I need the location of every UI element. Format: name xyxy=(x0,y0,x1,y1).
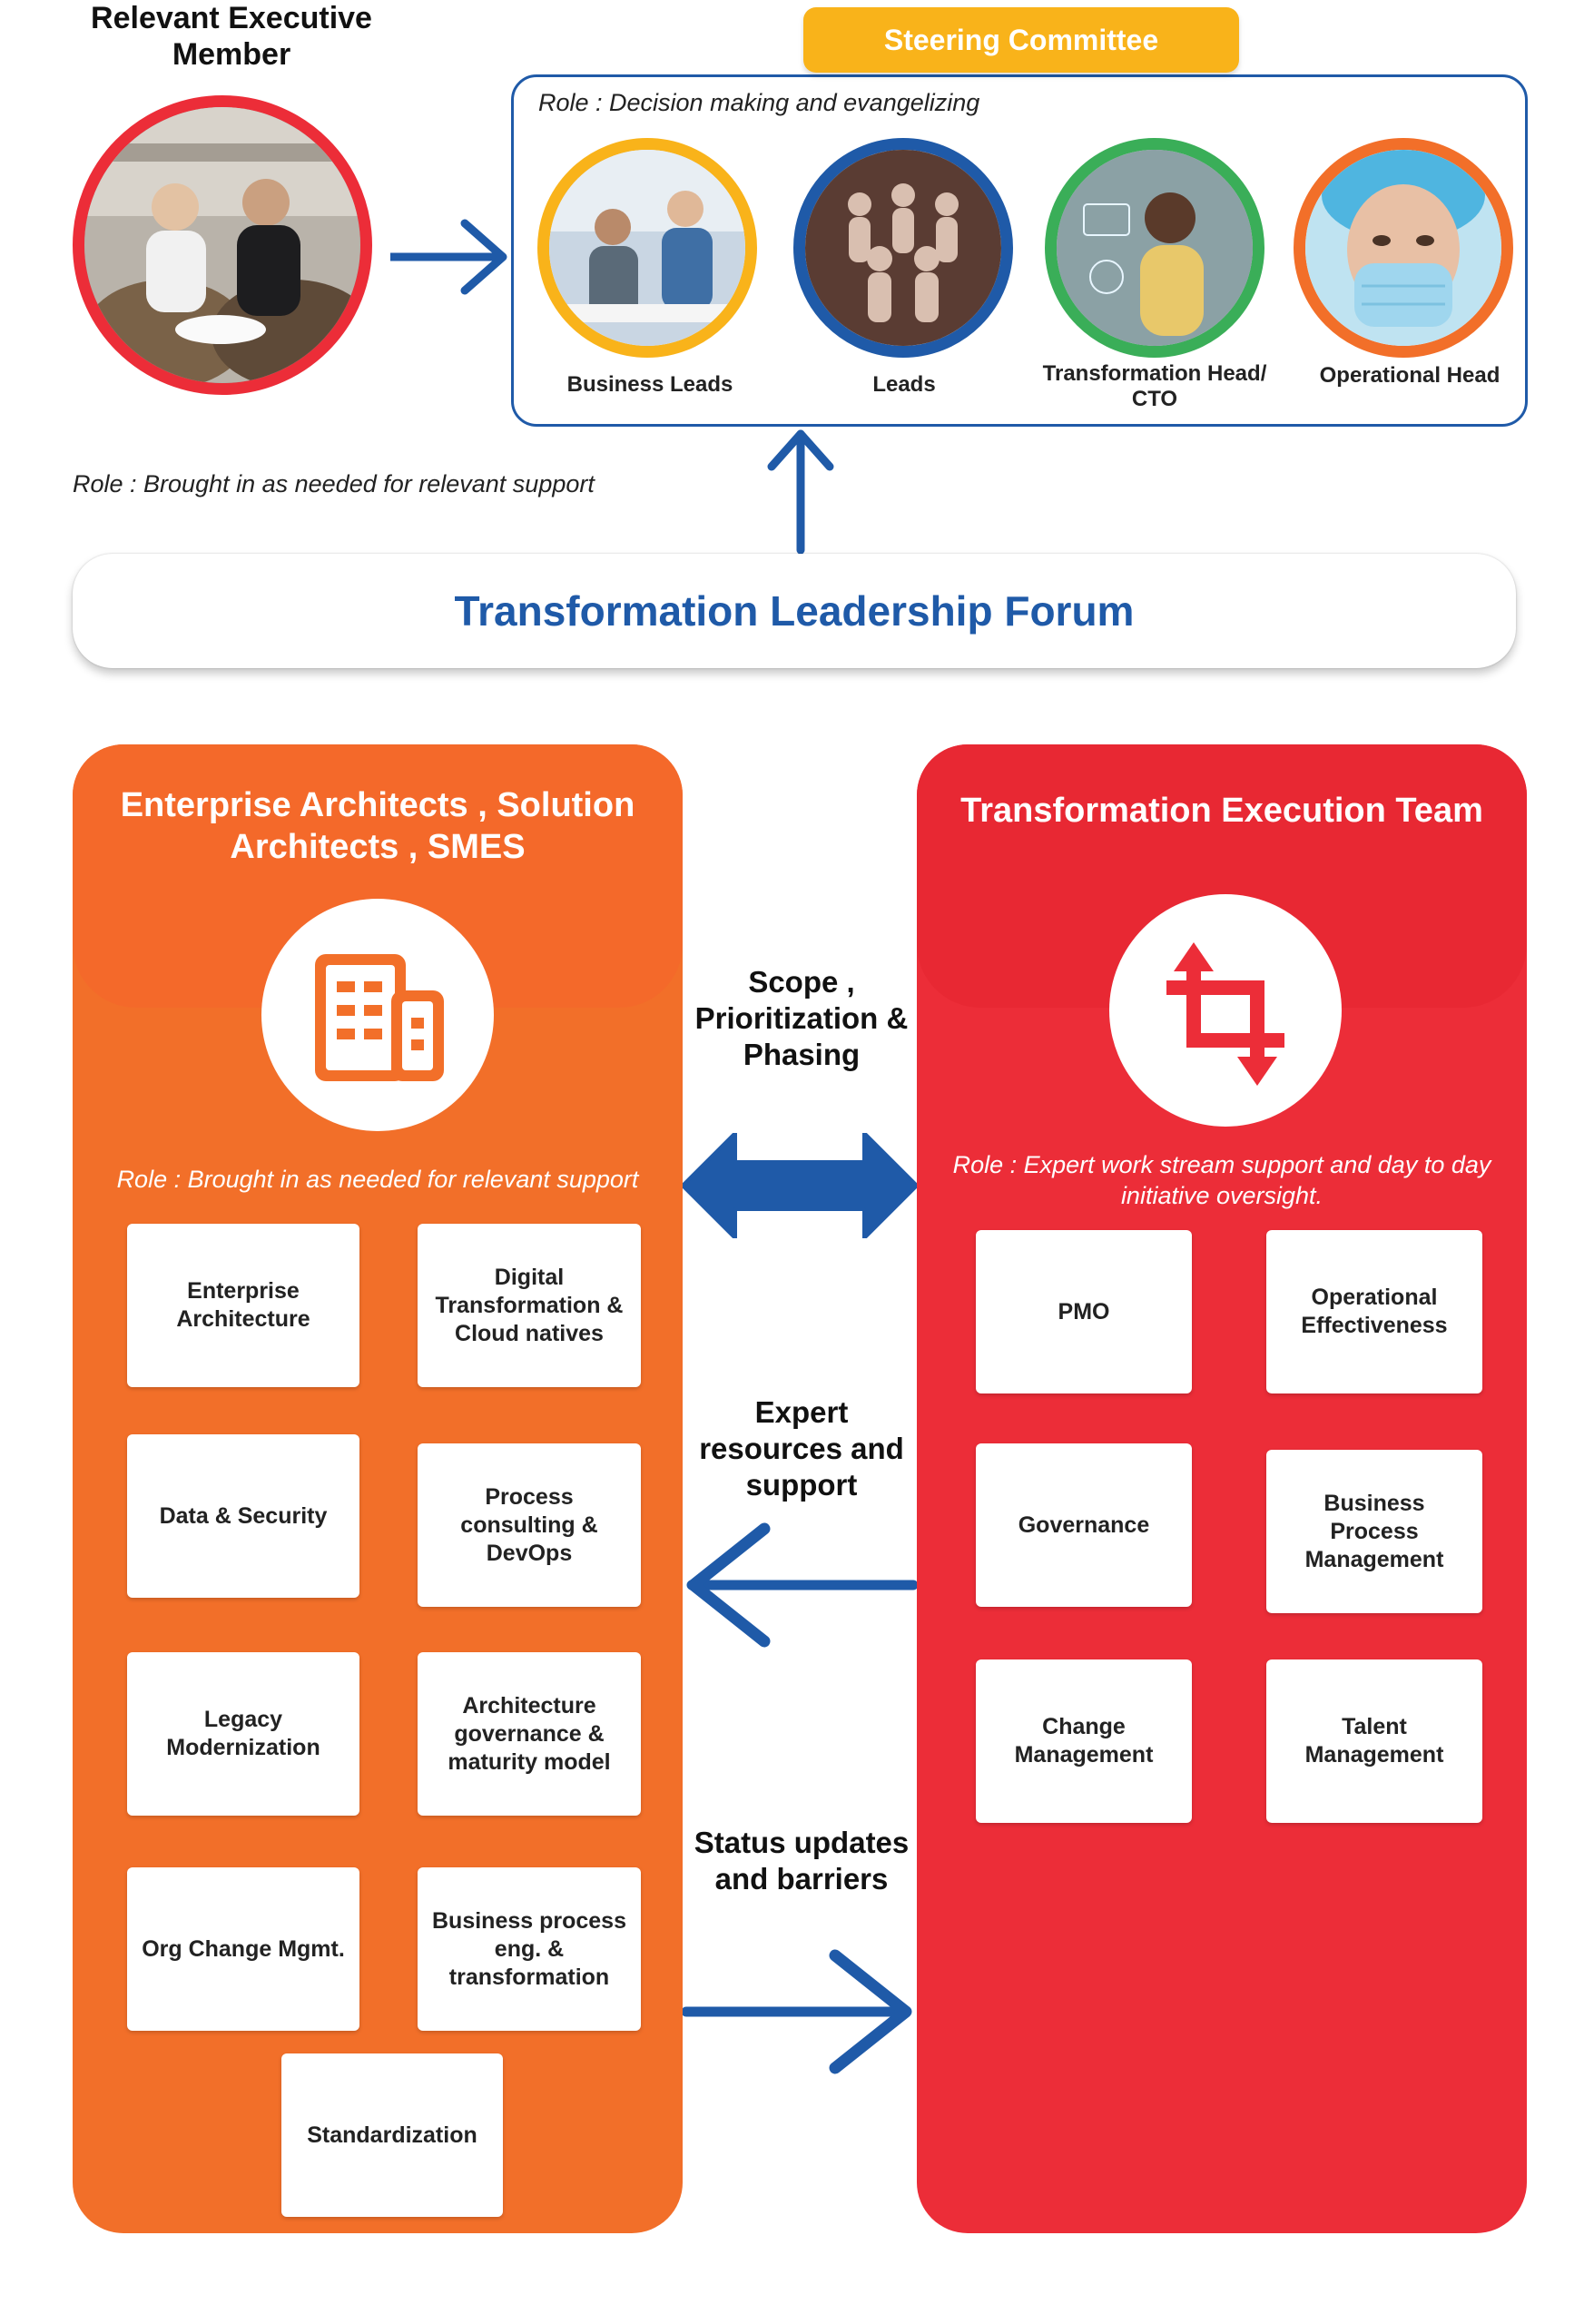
operational-head-photo xyxy=(1294,138,1513,358)
scope-label: Scope , Prioritization & Phasing xyxy=(694,965,909,1071)
execution-card-business-process-management: Business Process Management xyxy=(1266,1450,1482,1613)
scope-double-arrow xyxy=(683,1133,917,1238)
architects-card-enterprise-architecture: Enterprise Architecture xyxy=(127,1224,359,1387)
business-leads-photo xyxy=(537,138,757,358)
executive-to-steering-arrow xyxy=(390,219,507,295)
executive-title: Relevant Executive Member xyxy=(91,1,372,72)
execution-title: Transformation Execution Team xyxy=(960,792,1483,830)
medical-mask-photo-icon xyxy=(1305,150,1501,346)
leads-label: Leads xyxy=(872,372,936,397)
architects-card-digital-transformation: Digital Transformation & Cloud natives xyxy=(418,1224,641,1387)
crop-arrows-icon xyxy=(1166,942,1284,1086)
steering-panel xyxy=(511,74,1528,427)
expert-arrow-left xyxy=(686,1522,917,1648)
architects-card-architecture-governance: Architecture governance & maturity model xyxy=(418,1652,641,1816)
execution-card-pmo: PMO xyxy=(976,1230,1192,1393)
architects-card-standardization: Standardization xyxy=(281,2053,503,2217)
operational-head-label: Operational Head xyxy=(1319,363,1501,388)
executive-role: Role : Brought in as needed for relevant… xyxy=(73,470,595,497)
team-meeting-photo-icon xyxy=(549,150,745,346)
transformation-head-label: Transformation Head/ CTO xyxy=(1042,361,1267,411)
architects-card-process-consulting: Process consulting & DevOps xyxy=(418,1443,641,1607)
expert-label: Expert resources and support xyxy=(699,1395,904,1502)
figures-photo-icon xyxy=(805,150,1001,346)
forum-title: Transformation Leadership Forum xyxy=(73,554,1516,668)
status-label: Status updates and barriers xyxy=(694,1826,910,1896)
architects-card-org-change: Org Change Mgmt. xyxy=(127,1867,359,2031)
execution-card-governance: Governance xyxy=(976,1443,1192,1607)
leads-photo xyxy=(793,138,1013,358)
execution-card-talent-management: Talent Management xyxy=(1266,1659,1482,1823)
steering-role: Role : Decision making and evangelizing xyxy=(538,89,980,116)
architects-card-business-process-eng: Business process eng. & transformation xyxy=(418,1867,641,2031)
architects-title: Enterprise Architects , Solution Archite… xyxy=(120,786,635,866)
execution-role: Role : Expert work stream support and da… xyxy=(952,1151,1491,1209)
meeting-photo-icon xyxy=(84,107,360,383)
execution-icon-circle xyxy=(1109,894,1342,1127)
status-arrow-right xyxy=(683,1949,912,2074)
architects-card-legacy-modernization: Legacy Modernization xyxy=(127,1652,359,1816)
business-leads-label: Business Leads xyxy=(566,372,733,397)
forum-to-steering-arrow xyxy=(767,429,834,554)
architects-card-data-security: Data & Security xyxy=(127,1434,359,1598)
building-icon xyxy=(315,954,444,1081)
architects-role: Role : Brought in as needed for relevant… xyxy=(116,1166,639,1193)
steering-badge: Steering Committee xyxy=(803,7,1239,73)
execution-card-change-management: Change Management xyxy=(976,1659,1192,1823)
executive-photo xyxy=(73,95,372,395)
transformation-head-photo xyxy=(1045,138,1264,358)
tech-person-photo-icon xyxy=(1057,150,1253,346)
execution-card-operational-effectiveness: Operational Effectiveness xyxy=(1266,1230,1482,1393)
architects-icon-circle xyxy=(261,899,494,1131)
